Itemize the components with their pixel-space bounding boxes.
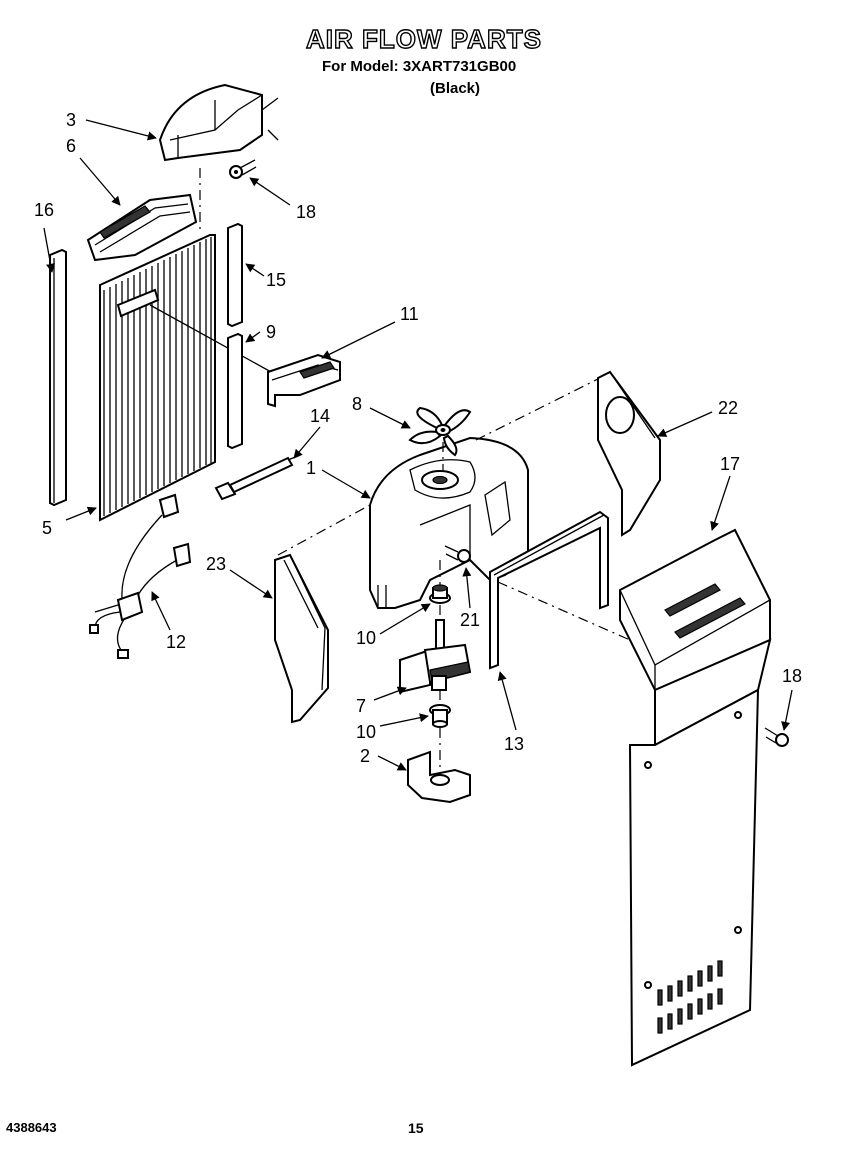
part-23-baffle: [274, 553, 329, 724]
document-number: 4388643: [6, 1120, 57, 1135]
page-number: 15: [408, 1120, 424, 1136]
callout-10-upper: 10: [356, 628, 376, 648]
callout-10-lower: 10: [356, 722, 376, 742]
part-15-foam-strip: [227, 222, 243, 328]
part-18-screw-top: [229, 159, 257, 179]
part-17-duct-cover: [619, 528, 772, 1067]
part-3-air-duct: [158, 83, 279, 162]
callout-17: 17: [720, 454, 740, 474]
callout-2: 2: [360, 746, 370, 766]
part-7-fan-motor: [399, 619, 472, 694]
callout-18-top: 18: [296, 202, 316, 222]
model-line: For Model: 3XART731GB00: [322, 58, 517, 75]
part-12-wire-harness: [89, 493, 192, 659]
part-9-foam-strip: [227, 332, 243, 450]
callout-3: 3: [66, 110, 76, 130]
part-2-motor-bracket: [407, 750, 471, 804]
part-10-grommet-lower: [429, 704, 451, 728]
part-6-louver: [86, 193, 198, 262]
callout-23: 23: [206, 554, 226, 574]
part-10-grommet-upper: [429, 584, 451, 604]
leader-lines: [43, 119, 793, 771]
callout-15: 15: [266, 270, 286, 290]
callout-5: 5: [42, 518, 52, 538]
part-11-bracket: [267, 353, 341, 408]
callout-1: 1: [306, 458, 316, 478]
callout-18-right: 18: [782, 666, 802, 686]
callout-13: 13: [504, 734, 524, 754]
callout-16: 16: [34, 200, 54, 220]
callout-22: 22: [718, 398, 738, 418]
part-18-screw-right: [764, 727, 789, 747]
callout-11: 11: [400, 304, 419, 324]
callout-14: 14: [310, 406, 330, 426]
part-13-channel: [489, 510, 609, 670]
callout-7: 7: [356, 696, 366, 716]
callout-21: 21: [460, 610, 480, 630]
vent-slots: [657, 960, 723, 1034]
callout-12: 12: [166, 632, 186, 652]
callout-6: 6: [66, 136, 76, 156]
callout-labels: 3 6 16 18 15 9 11 8 14 1 5 23 12 10 21 7…: [34, 110, 802, 766]
callout-8: 8: [352, 394, 362, 414]
variant-label: (Black): [430, 80, 481, 97]
part-8-fan-blade: [408, 406, 472, 457]
part-5-evaporator-panel: [99, 234, 216, 522]
part-21-screw: [444, 545, 471, 563]
page-title: AIR FLOW PARTS: [305, 23, 542, 54]
part-16-foam-strip: [49, 248, 67, 507]
part-22-baffle: [597, 370, 661, 537]
part-14-sensor: [214, 454, 301, 501]
part-1-fan-housing: [369, 436, 529, 609]
callout-9: 9: [266, 322, 276, 342]
